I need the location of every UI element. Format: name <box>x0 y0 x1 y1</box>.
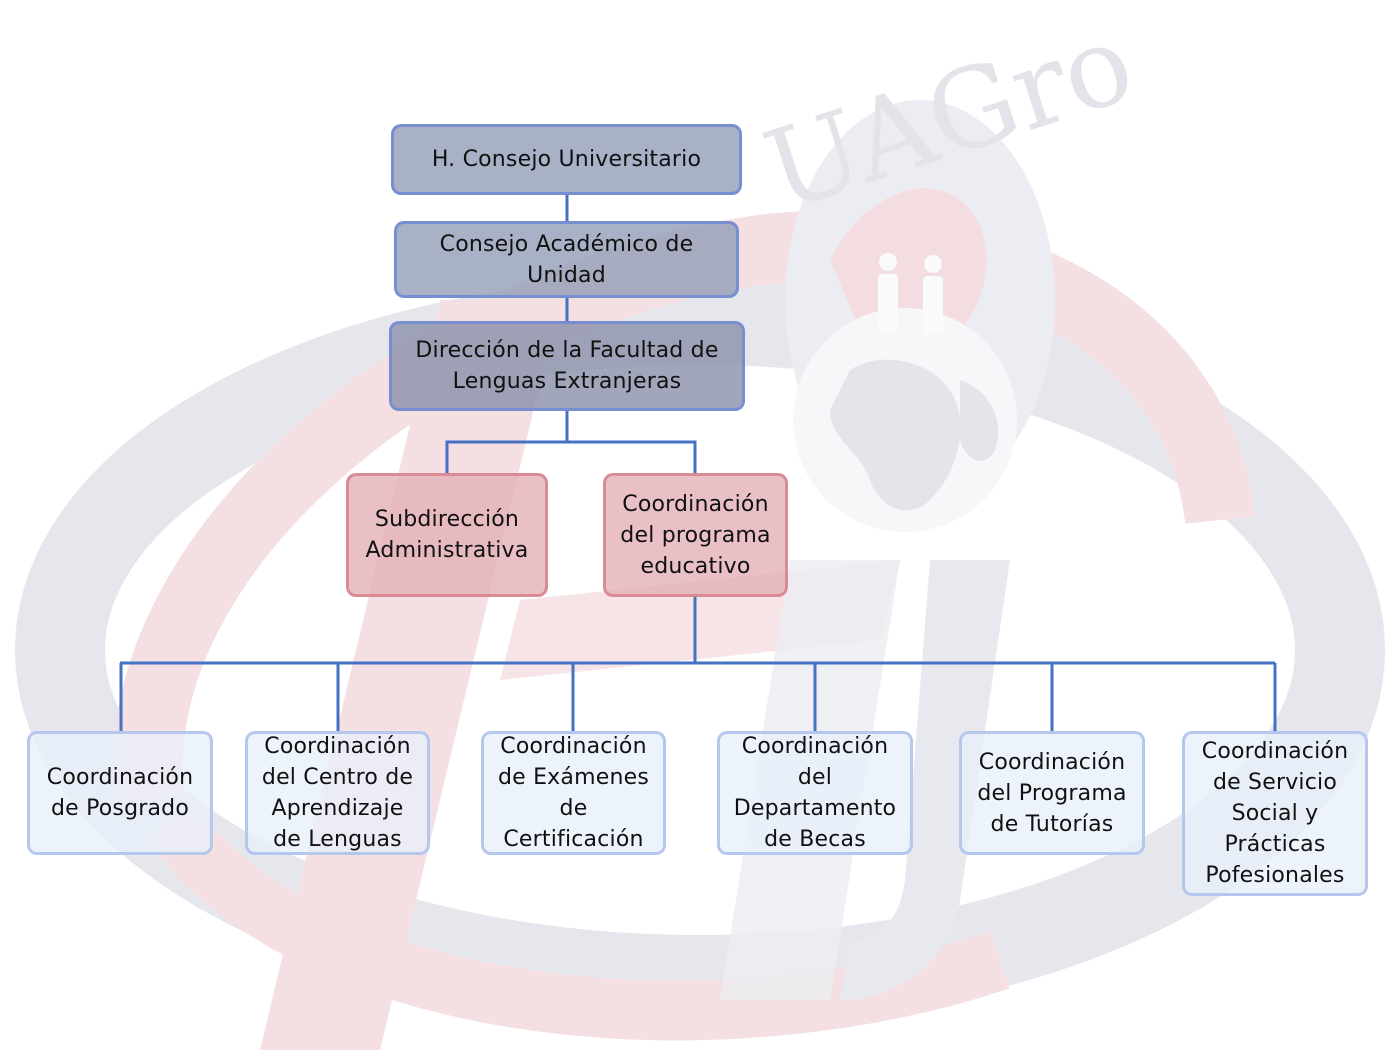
globe-icon <box>793 308 1017 532</box>
node-coord-servicio-social: Coordinación de Servicio Social y Prácti… <box>1182 731 1368 896</box>
node-label: Consejo Académico de Unidad <box>439 231 694 288</box>
node-label: Coordinación de Servicio Social y Prácti… <box>1201 739 1349 888</box>
node-coord-posgrado: Coordinación de Posgrado <box>27 731 213 855</box>
node-label: Dirección de la Facultad de Lenguas Extr… <box>415 338 719 394</box>
watermark-outer-ring <box>15 275 1385 1025</box>
node-consejo-academico: Consejo Académico de Unidad <box>394 221 739 298</box>
node-label: H. Consejo Universitario <box>431 147 702 172</box>
node-label: Coordinación del Programa de Tutorías <box>977 749 1127 837</box>
people-icon <box>878 253 943 334</box>
connector-direccion-to-programa <box>567 440 697 474</box>
node-label: Coordinación del programa educativo <box>620 491 771 579</box>
node-consejo-universitario: H. Consejo Universitario <box>391 124 742 195</box>
node-label: Coordinación del Departamento de Becas <box>733 734 897 852</box>
node-coord-examenes: Coordinación de Exámenes de Certificació… <box>481 731 666 855</box>
node-label: Subdirección Administrativa <box>365 507 529 563</box>
node-coord-programa-educativo: Coordinación del programa educativo <box>603 473 788 597</box>
node-subdireccion: Subdirección Administrativa <box>346 473 548 597</box>
node-coord-centro-aprendizaje: Coordinación del Centro de Aprendizaje d… <box>245 731 430 855</box>
node-label: Coordinación del Centro de Aprendizaje d… <box>261 734 414 852</box>
node-coord-tutorias: Coordinación del Programa de Tutorías <box>959 731 1145 855</box>
connector-direccion-to-level2 <box>445 410 569 474</box>
node-coord-becas: Coordinación del Departamento de Becas <box>717 731 913 855</box>
node-direccion: Dirección de la Facultad de Lenguas Extr… <box>389 321 745 411</box>
node-label: Coordinación de Exámenes de Certificació… <box>497 734 649 852</box>
node-label: Coordinación de Posgrado <box>46 765 194 821</box>
